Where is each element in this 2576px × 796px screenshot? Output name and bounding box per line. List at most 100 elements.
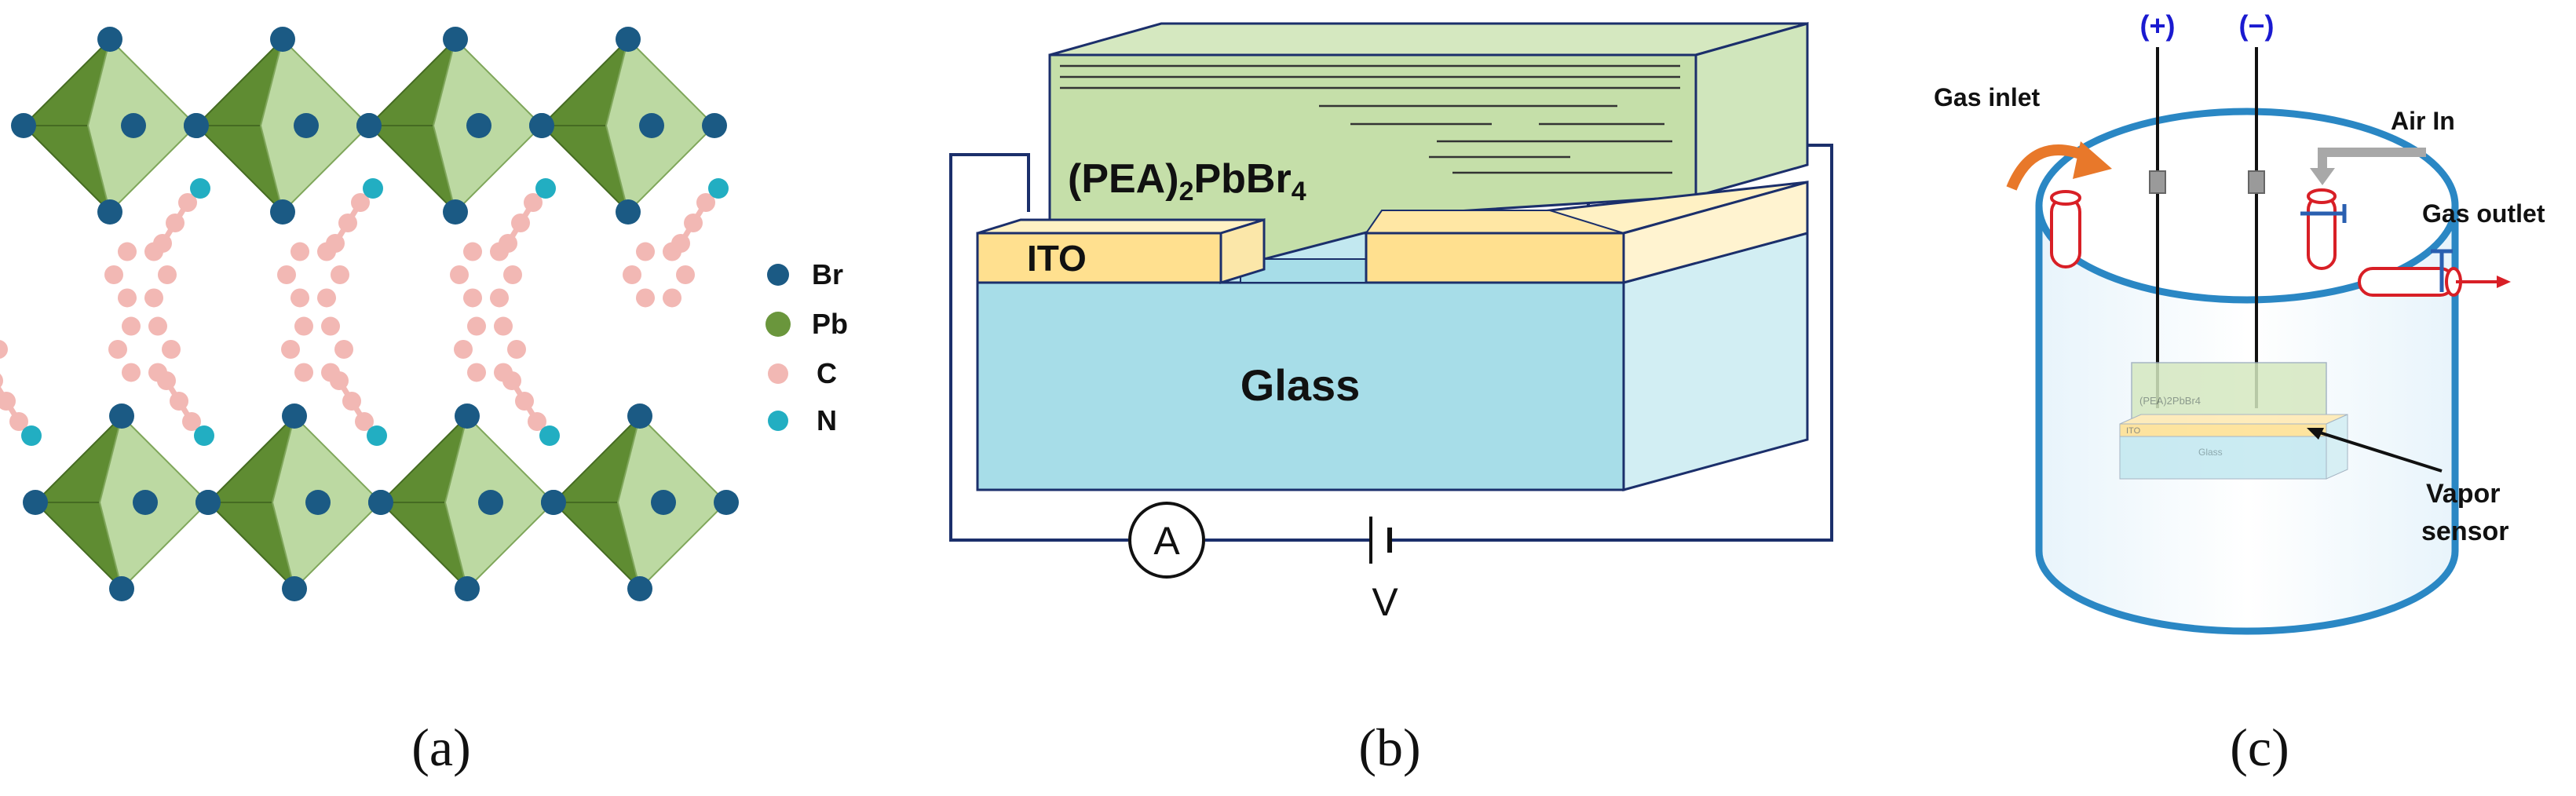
carbon-atom xyxy=(326,234,345,253)
film-label-subscript-2: 4 xyxy=(1292,177,1306,206)
br-atom xyxy=(270,199,295,225)
pbbr6-octahedron xyxy=(184,27,382,225)
vapor-sensor-pointer-head xyxy=(2307,428,2324,440)
br-atom xyxy=(478,490,503,515)
carbon-atom xyxy=(511,214,530,232)
glass-label: Glass xyxy=(1240,360,1361,410)
ito-left-front xyxy=(976,232,1222,284)
carbon-atom xyxy=(636,242,655,261)
carbon-atom xyxy=(355,412,374,431)
carbon-atom xyxy=(294,316,313,336)
ammeter: A xyxy=(1128,502,1205,579)
br-atom xyxy=(270,27,295,52)
carbon-atom xyxy=(157,371,176,390)
air-in-arrow-head xyxy=(2310,168,2335,185)
carbon-atom xyxy=(118,288,137,308)
gas-outlet-label: Gas outlet xyxy=(2422,199,2545,228)
br-atom xyxy=(282,403,307,429)
carbon-atom xyxy=(684,214,703,232)
carbon-atom xyxy=(281,340,300,359)
carbon-atom xyxy=(122,316,141,336)
panel-c: (+) (−) Gas inlet Air In xyxy=(1934,9,2545,777)
pbbr6-octahedron xyxy=(195,403,393,601)
carbon-atom xyxy=(166,214,185,232)
carbon-atom xyxy=(0,340,8,359)
carbon-atom xyxy=(528,412,546,431)
br-atom xyxy=(109,576,134,601)
br-atom xyxy=(443,27,468,52)
pea-cation xyxy=(454,316,560,446)
battery-symbol: V xyxy=(1369,517,1398,624)
mini-glass xyxy=(2119,436,2327,480)
caption-c: (c) xyxy=(2230,717,2289,777)
legend-label-c: C xyxy=(817,357,837,389)
panel-a: Br Pb C N (a) xyxy=(0,27,848,777)
pea-cation xyxy=(104,178,210,308)
pbbr6-octahedron xyxy=(11,27,209,225)
pea-cation xyxy=(450,178,556,308)
carbon-atom xyxy=(290,288,309,308)
carbon-atom xyxy=(104,265,123,284)
br-atom xyxy=(541,490,566,515)
vapor-sensor-label-line1: Vapor xyxy=(2426,479,2500,509)
negative-terminal-label: (−) xyxy=(2239,9,2275,42)
br-atom xyxy=(616,27,641,52)
electrode-wires: (+) (−) xyxy=(2140,9,2275,408)
nitrogen-atom xyxy=(190,178,210,199)
carbon-atom xyxy=(524,193,543,212)
br-atom-icon xyxy=(767,264,789,286)
carbon-atom xyxy=(467,316,486,336)
carbon-atom xyxy=(696,193,715,212)
film-side-face xyxy=(1694,22,1809,198)
gas-inlet-arrow-head xyxy=(2073,141,2112,179)
nitrogen-atom xyxy=(708,178,729,199)
gas-inlet-arrow-curve xyxy=(2006,144,2091,191)
br-atom xyxy=(305,490,331,515)
nitrogen-atom xyxy=(539,425,560,446)
nitrogen-atom xyxy=(363,178,383,199)
br-atom xyxy=(97,199,122,225)
carbon-atom xyxy=(144,288,163,308)
perovskite-film: (PEA)2PbBr4 xyxy=(1048,22,1809,272)
carbon-atom xyxy=(162,340,181,359)
nitrogen-atom xyxy=(194,425,214,446)
br-atom xyxy=(294,113,319,138)
vapor-sensor-pointer xyxy=(2311,429,2443,473)
ito-right-front xyxy=(1365,232,1625,284)
pbbr6-octahedron xyxy=(541,403,739,601)
br-atom xyxy=(11,113,36,138)
legend-label-pb: Pb xyxy=(812,308,848,340)
br-atom xyxy=(466,113,491,138)
carbon-atom xyxy=(317,288,336,308)
br-atom xyxy=(443,199,468,225)
mini-film-label: (PEA)2PbBr4 xyxy=(2139,395,2201,407)
film-label: (PEA)2PbBr4 xyxy=(1068,156,1306,206)
mini-ito xyxy=(2119,423,2327,437)
carbon-atom xyxy=(0,374,3,388)
ammeter-circle xyxy=(1128,502,1205,579)
caption-a: (a) xyxy=(411,717,470,777)
legend-item-br: Br xyxy=(767,258,843,290)
vapor-sensor-label-line2: sensor xyxy=(2421,517,2509,546)
carbon-atom xyxy=(676,265,695,284)
pbbr6-octahedron xyxy=(23,403,221,601)
legend-label-br: Br xyxy=(812,258,843,290)
ito-electrode-left: ITO xyxy=(976,217,1266,285)
pea-cation xyxy=(281,316,387,446)
carbon-atom xyxy=(290,242,309,261)
br-atom xyxy=(368,490,393,515)
carbon-atom xyxy=(623,265,641,284)
air-inlet: Air In xyxy=(2300,107,2455,270)
carbon-atom xyxy=(294,363,313,382)
br-atom xyxy=(639,113,664,138)
caption-b: (b) xyxy=(1358,717,1420,777)
air-in-arrow-shaft xyxy=(2318,148,2426,174)
film-label-part-1: (PEA) xyxy=(1068,156,1179,202)
legend-item-n: N xyxy=(768,404,837,436)
br-atom xyxy=(356,113,382,138)
panel-b: A V Glass xyxy=(949,22,1833,777)
carbon-atom xyxy=(9,412,28,431)
br-atom xyxy=(282,576,307,601)
gas-inlet-label: Gas inlet xyxy=(1934,83,2041,111)
carbon-atom xyxy=(663,288,681,308)
